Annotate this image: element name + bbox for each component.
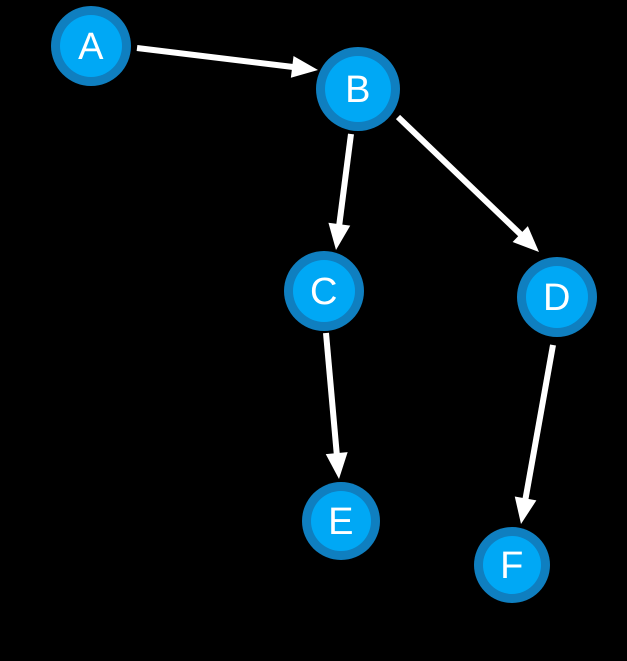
arrowhead-icon xyxy=(514,496,537,524)
node-label: B xyxy=(345,69,371,111)
node-label: F xyxy=(500,545,524,587)
arrowhead-icon xyxy=(512,226,539,252)
node-label: D xyxy=(543,277,571,319)
node-label: E xyxy=(328,501,354,543)
graph-node-c[interactable]: C xyxy=(284,251,364,331)
edge-a-to-b xyxy=(136,45,318,78)
graph-node-d[interactable]: D xyxy=(517,257,597,337)
node-label: A xyxy=(78,26,104,68)
edge-line xyxy=(323,332,340,457)
edge-c-to-e xyxy=(323,332,348,479)
graph-node-a[interactable]: A xyxy=(51,6,131,86)
graph-node-f[interactable]: F xyxy=(474,527,550,603)
edge-line xyxy=(395,114,525,239)
edges-layer xyxy=(136,45,556,524)
node-fill xyxy=(325,56,391,122)
node-fill xyxy=(483,536,541,594)
edge-line xyxy=(335,133,354,228)
arrowhead-icon xyxy=(290,55,318,78)
node-label: C xyxy=(310,271,338,313)
node-fill xyxy=(60,15,122,77)
edge-b-to-c xyxy=(328,133,354,250)
graph-node-e[interactable]: E xyxy=(302,482,380,560)
edge-line xyxy=(522,344,556,502)
graph-node-b[interactable]: B xyxy=(316,47,400,131)
edge-b-to-d xyxy=(395,114,539,252)
nodes-layer: A B C D E F xyxy=(51,6,597,603)
node-fill xyxy=(293,260,355,322)
node-fill xyxy=(311,491,371,551)
arrowhead-icon xyxy=(325,452,348,479)
edge-d-to-f xyxy=(514,344,556,524)
edge-line xyxy=(136,45,296,71)
arrowhead-icon xyxy=(328,222,351,250)
node-fill xyxy=(526,266,588,328)
